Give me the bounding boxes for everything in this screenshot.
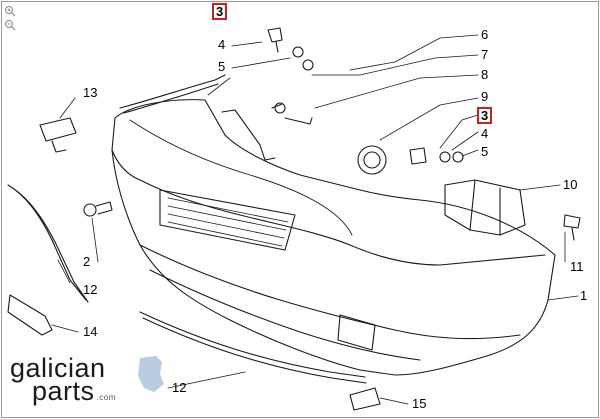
brand-line1: galician [10,353,106,383]
part-label-8[interactable]: 8 [481,67,489,82]
brand-map-icon [138,356,164,392]
bracket-6 [221,109,276,161]
part-label-9[interactable]: 9 [481,89,489,104]
molding-strip-left [7,184,89,303]
part-label-3-right[interactable]: 3 [477,107,493,124]
bolt-8 [271,103,313,125]
fog-light-opening [337,314,376,351]
part-label-5-top[interactable]: 5 [218,59,226,74]
zoom-out-icon[interactable] [4,18,16,31]
nut-5-right [452,151,464,163]
part-label-1[interactable]: 1 [580,288,588,303]
bumper-grille [159,189,296,251]
bumper-shell [111,99,556,376]
part-label-14[interactable]: 14 [83,324,98,339]
part-label-11[interactable]: 11 [570,259,584,274]
part-label-2[interactable]: 2 [83,254,91,269]
washer-4-right [439,151,451,163]
clip-3-right [409,147,427,165]
part-label-3-top[interactable]: 3 [212,3,228,20]
part-label-13[interactable]: 13 [83,85,98,100]
side-bracket-13 [39,117,77,153]
zoom-toolbar [4,4,18,32]
brand-suffix: .com [96,393,116,402]
part-label-5-right[interactable]: 5 [481,144,489,159]
part-label-7[interactable]: 7 [481,47,489,62]
part-label-10[interactable]: 10 [563,177,578,192]
upper-trim [119,74,226,114]
part-label-6[interactable]: 6 [481,27,489,42]
bolt-2 [83,203,97,217]
brand-line2-text: parts [32,376,95,406]
molding-strip-bottom [139,311,367,384]
bracket-10 [444,179,526,236]
part-label-4-top[interactable]: 4 [218,37,226,52]
part-label-4-right[interactable]: 4 [481,126,489,141]
zoom-in-icon[interactable] [4,4,16,17]
screw-11 [563,214,581,241]
brand-logo: galician parts.com [10,355,116,405]
part-label-12-bottom[interactable]: 12 [172,380,187,395]
marker-light-15 [349,387,381,411]
washer-4-top [292,46,304,58]
clip-3-top [267,27,283,53]
nut-5-top [302,59,314,71]
grommet-9 [357,145,387,175]
part-label-12-left[interactable]: 12 [83,282,98,297]
part-label-15[interactable]: 15 [412,396,427,411]
marker-light-14 [7,294,53,336]
brand-line2: parts.com [10,378,116,405]
